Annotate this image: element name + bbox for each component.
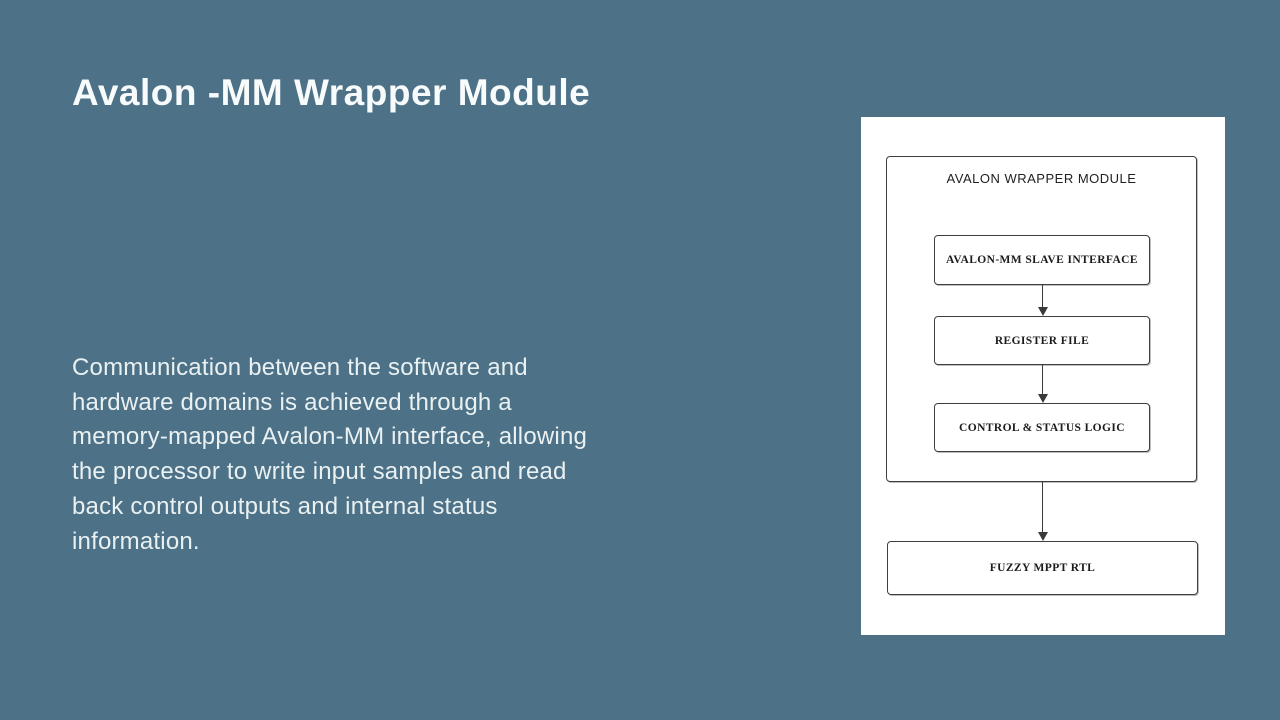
arrow-down-icon [1037,365,1048,403]
arrow-head [1037,532,1048,541]
box-label: AVALON-MM SLAVE INTERFACE [946,254,1138,266]
arrow-head [1037,307,1048,316]
body-line: hardware domains is achieved through a [72,388,512,416]
arrow-shaft [1041,285,1044,307]
body-line: back control outputs and internal status [72,492,498,520]
page-title: Avalon -MM Wrapper Module [72,72,591,113]
box-label: REGISTER FILE [994,334,1090,347]
box-label: FUZZY MPPT RTL [989,562,1096,574]
box-label: CONTROL & STATUS LOGIC [959,421,1125,434]
arrow-down-icon [1037,482,1048,541]
diagram-panel: AVALON WRAPPER MODULE AVALON-MM SLAVE IN… [861,117,1225,635]
box-avalon-mm-slave-interface: AVALON-MM SLAVE INTERFACE [934,235,1150,285]
body-line: memory-mapped Avalon-MM interface, allow… [72,423,588,451]
box-register-file: REGISTER FILE [934,316,1150,365]
body-line: the processor to write input samples and… [72,458,567,486]
box-control-status-logic: CONTROL & STATUS LOGIC [934,403,1150,452]
arrow-down-icon [1037,285,1048,316]
arrow-shaft [1041,365,1044,394]
body-paragraph: Communication between the software and h… [72,351,587,559]
arrow-head [1037,394,1048,403]
box-fuzzy-mppt-rtl: FUZZY MPPT RTL [887,541,1198,595]
outer-module-box-label: AVALON WRAPPER MODULE [946,171,1137,186]
body-line: information. [72,527,200,555]
body-line: Communication between the software and [72,354,528,381]
arrow-shaft [1041,482,1044,532]
